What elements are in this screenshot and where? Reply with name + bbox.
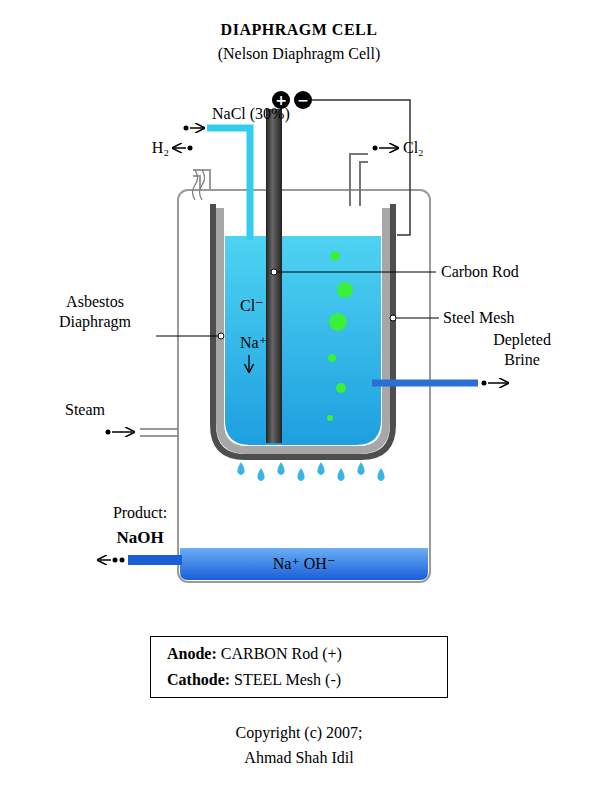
gas-label: Cl₂	[403, 138, 424, 158]
ion-label: Cl⁻	[240, 296, 264, 316]
product-label: Product:	[113, 503, 167, 523]
cathode-wire	[312, 100, 410, 235]
outlet-label: Depleted Brine	[477, 330, 567, 370]
chlorine-bubbles	[327, 251, 353, 421]
terminal-sign: −	[294, 91, 312, 109]
asbestos-diaphragm	[220, 208, 386, 450]
brine	[225, 236, 381, 445]
product-pipe	[128, 555, 182, 565]
part-label: Asbestos Diaphragm	[40, 292, 150, 332]
ion-label: Na⁺ OH⁻	[273, 554, 336, 574]
cl2-outlet	[350, 154, 368, 206]
ion-label: Na⁺	[240, 333, 267, 353]
terminal-sign: +	[272, 91, 290, 109]
positive-terminal: +	[272, 91, 290, 109]
steam-inlet	[140, 429, 178, 436]
depleted-brine-pipe	[372, 380, 478, 387]
electrode-key-box: Anode: CARBON Rod (+)Cathode: STEEL Mesh…	[150, 636, 448, 698]
nacl-pipe	[207, 128, 250, 240]
steel-mesh	[213, 204, 393, 457]
gas-squiggles	[193, 170, 205, 200]
naoh-drops	[237, 462, 384, 481]
product-name: NaOH	[116, 528, 163, 548]
h2-outlet	[193, 170, 210, 190]
negative-terminal: −	[294, 91, 312, 109]
inlet-label: Steam	[65, 400, 105, 420]
copyright-caption: Copyright (c) 2007; Ahmad Shah Idil	[219, 720, 379, 770]
diagram-title: DIAPHRAGM CELL	[221, 20, 378, 40]
subtitle: (Nelson Diaphragm Cell)	[218, 44, 381, 64]
part-label: Carbon Rod	[441, 262, 519, 282]
naoh-solution	[180, 548, 428, 580]
key-line: Cathode: STEEL Mesh (-)	[167, 667, 431, 693]
gas-label: H₂	[152, 138, 169, 158]
leader-lines	[156, 269, 439, 339]
part-label: Steel Mesh	[443, 308, 515, 328]
carbon-rod	[266, 109, 282, 443]
key-line: Anode: CARBON Rod (+)	[167, 641, 431, 667]
